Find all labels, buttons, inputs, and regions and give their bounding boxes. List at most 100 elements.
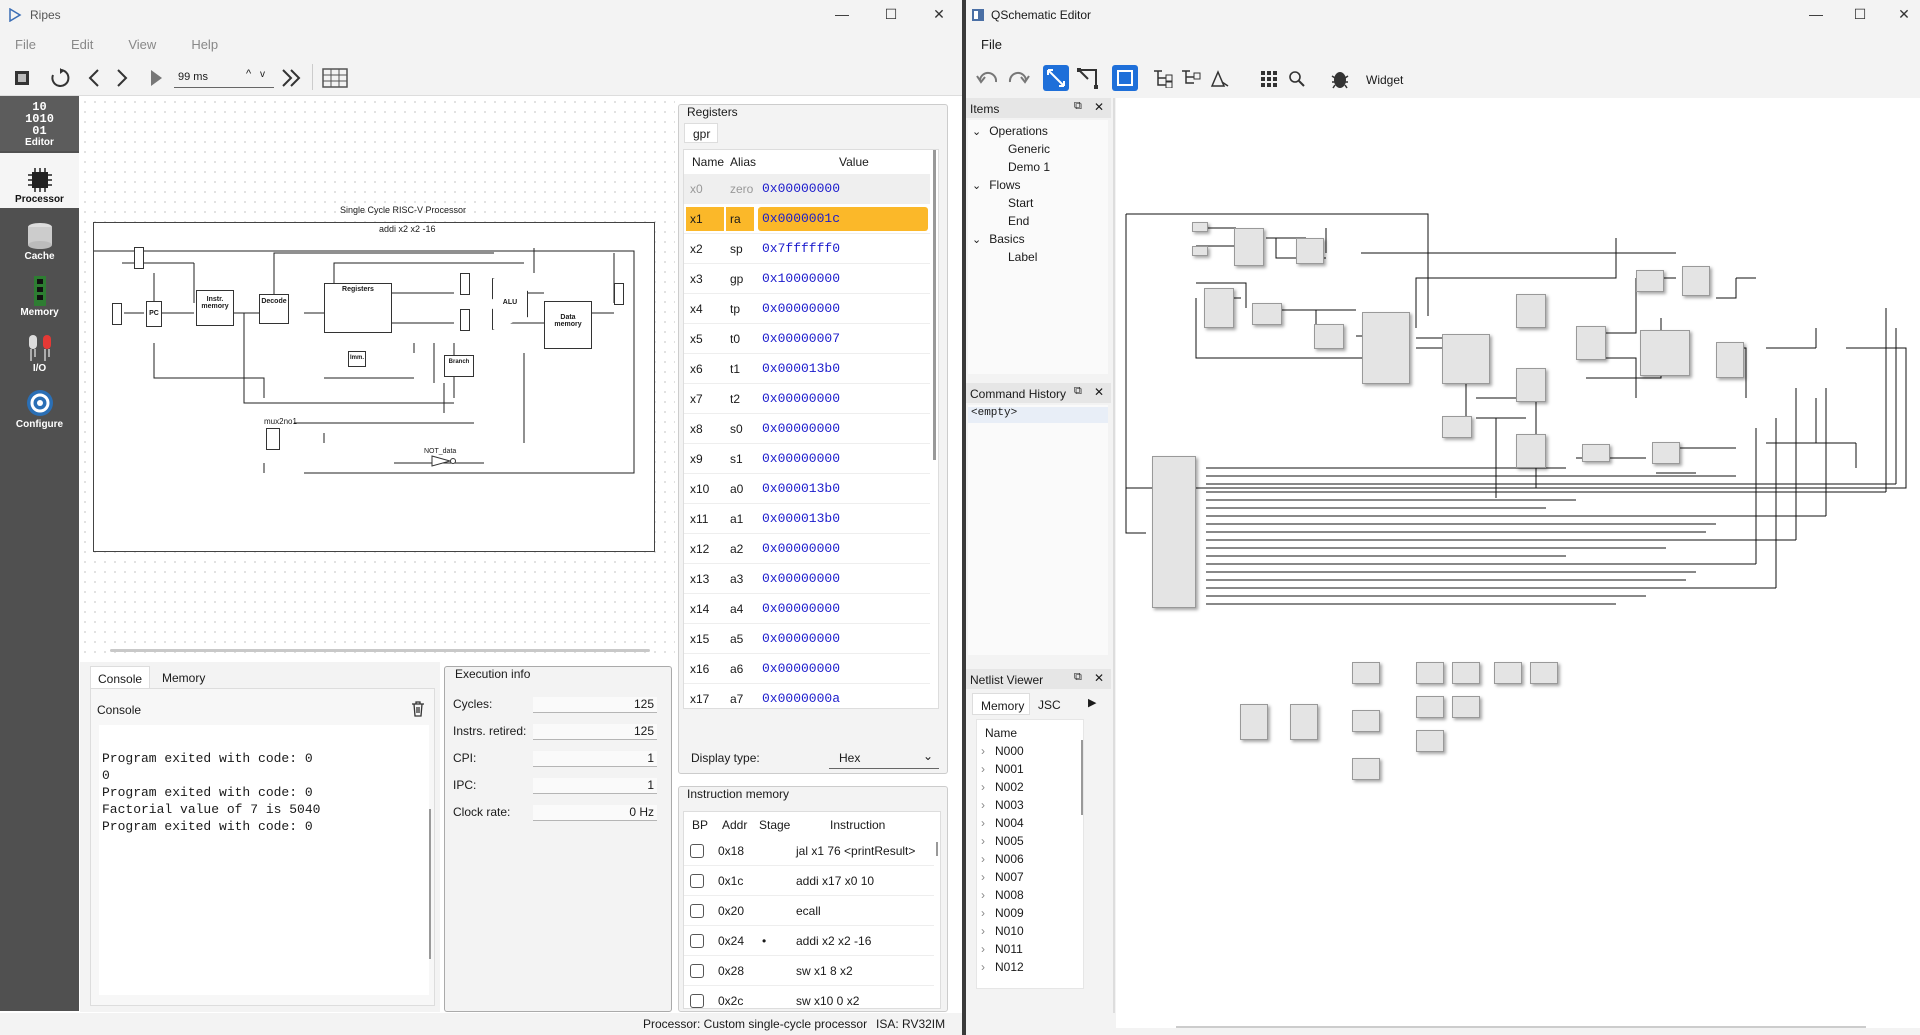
canvas-hscrollbar[interactable] xyxy=(1176,1026,1866,1028)
chevron-right-icon[interactable]: › xyxy=(981,942,985,956)
schematic-component[interactable] xyxy=(1716,342,1744,378)
schematic-component[interactable] xyxy=(1640,330,1690,376)
chevron-right-icon[interactable]: › xyxy=(981,762,985,776)
net-row[interactable]: ›N011 xyxy=(977,940,1023,958)
menu-view[interactable]: View xyxy=(128,36,157,52)
instruction-scrollbar[interactable] xyxy=(936,842,938,856)
canvas-splitter[interactable] xyxy=(1113,98,1115,1013)
clock-icon[interactable] xyxy=(112,66,132,90)
instruction-row[interactable]: 0x24•addi x2 x2 -16 xyxy=(684,926,934,956)
float-icon[interactable]: ⧉ xyxy=(1074,100,1082,112)
schematic-component[interactable] xyxy=(1352,710,1380,732)
select-mode-icon[interactable] xyxy=(1043,65,1069,91)
netlist-scrollbar[interactable] xyxy=(1081,740,1083,815)
netlist-tab-jsc[interactable]: JSC xyxy=(1038,698,1061,712)
spin-down-icon[interactable]: v xyxy=(260,69,265,80)
tab-memory[interactable]: Memory xyxy=(162,671,206,685)
display-type-select[interactable]: Hex ⌄ xyxy=(829,745,939,769)
qs-menu-file[interactable]: File xyxy=(981,36,1002,52)
reset-icon[interactable] xyxy=(48,66,72,90)
zoom-icon[interactable] xyxy=(1288,70,1306,88)
tree-view-icon[interactable] xyxy=(1152,68,1174,88)
tab-gpr[interactable]: gpr xyxy=(684,123,718,143)
schematic-component[interactable] xyxy=(1362,312,1410,384)
hierarchy-icon[interactable] xyxy=(1180,68,1202,88)
schematic-component[interactable] xyxy=(1582,444,1610,462)
grid-icon[interactable] xyxy=(1260,70,1278,88)
redo-icon[interactable] xyxy=(1006,70,1030,88)
tab-scroll-right-icon[interactable]: ▶ xyxy=(1088,697,1097,709)
netlist-tab-memory[interactable]: Memory xyxy=(972,693,1030,715)
float-icon[interactable]: ⧉ xyxy=(1074,385,1082,397)
trash-icon[interactable] xyxy=(411,701,425,717)
col-stage[interactable]: Stage xyxy=(759,818,791,832)
tree-item[interactable]: Start xyxy=(1008,196,1033,210)
close-icon[interactable]: ✕ xyxy=(1094,100,1105,114)
spin-up-icon[interactable]: ^ xyxy=(246,68,252,80)
delay-spinbox[interactable]: 99 ms ^ v xyxy=(174,68,274,88)
sidebar-item-configure[interactable]: Configure xyxy=(0,378,79,433)
net-row[interactable]: ›N010 xyxy=(977,922,1024,940)
breakpoint-checkbox[interactable] xyxy=(690,934,704,948)
schematic-component[interactable] xyxy=(1296,238,1324,264)
tree-item[interactable]: Demo 1 xyxy=(1008,160,1050,174)
schematic-component[interactable] xyxy=(1682,266,1710,296)
close-icon[interactable]: ✕ xyxy=(1094,671,1105,685)
net-row[interactable]: ›N000 xyxy=(977,742,1024,760)
menu-help[interactable]: Help xyxy=(191,36,219,52)
chevron-right-icon[interactable]: › xyxy=(981,852,985,866)
breakpoint-checkbox[interactable] xyxy=(690,874,704,888)
tab-console[interactable]: Console xyxy=(90,666,150,688)
schematic-component[interactable] xyxy=(1416,696,1444,718)
schematic-component[interactable] xyxy=(1516,294,1546,328)
schematic-component[interactable] xyxy=(1290,704,1318,740)
clean-icon[interactable] xyxy=(1208,68,1230,88)
net-row[interactable]: ›N001 xyxy=(977,760,1024,778)
schematic-component[interactable] xyxy=(1652,442,1680,464)
chevron-down-icon[interactable]: ⌄ xyxy=(972,234,982,246)
tree-group[interactable]: ⌄Operations xyxy=(972,124,1048,138)
col-alias[interactable]: Alias xyxy=(730,155,757,169)
schematic-component[interactable] xyxy=(1234,228,1264,266)
net-row[interactable]: ›N009 xyxy=(977,904,1024,922)
netlist-col-name[interactable]: Name xyxy=(985,726,1018,740)
chevron-right-icon[interactable]: › xyxy=(981,744,985,758)
chevron-right-icon[interactable]: › xyxy=(981,924,985,938)
net-row[interactable]: ›N004 xyxy=(977,814,1024,832)
col-value[interactable]: Value xyxy=(839,155,869,169)
chevron-right-icon[interactable]: › xyxy=(981,798,985,812)
schematic-component[interactable] xyxy=(1516,368,1546,402)
sidebar-item-io[interactable]: I/O xyxy=(0,322,79,377)
schematic-component[interactable] xyxy=(1442,334,1490,384)
net-row[interactable]: ›N008 xyxy=(977,886,1024,904)
tree-group[interactable]: ⌄Flows xyxy=(972,178,1021,192)
breakpoint-checkbox[interactable] xyxy=(690,994,704,1008)
net-row[interactable]: ›N006 xyxy=(977,850,1024,868)
history-entry[interactable]: <empty> xyxy=(968,407,1108,423)
schematic-component[interactable] xyxy=(1204,288,1234,328)
breakpoint-checkbox[interactable] xyxy=(690,844,704,858)
grid-snap-icon[interactable] xyxy=(1112,65,1138,91)
net-row[interactable]: ›N003 xyxy=(977,796,1024,814)
schematic-component[interactable] xyxy=(1516,434,1546,468)
